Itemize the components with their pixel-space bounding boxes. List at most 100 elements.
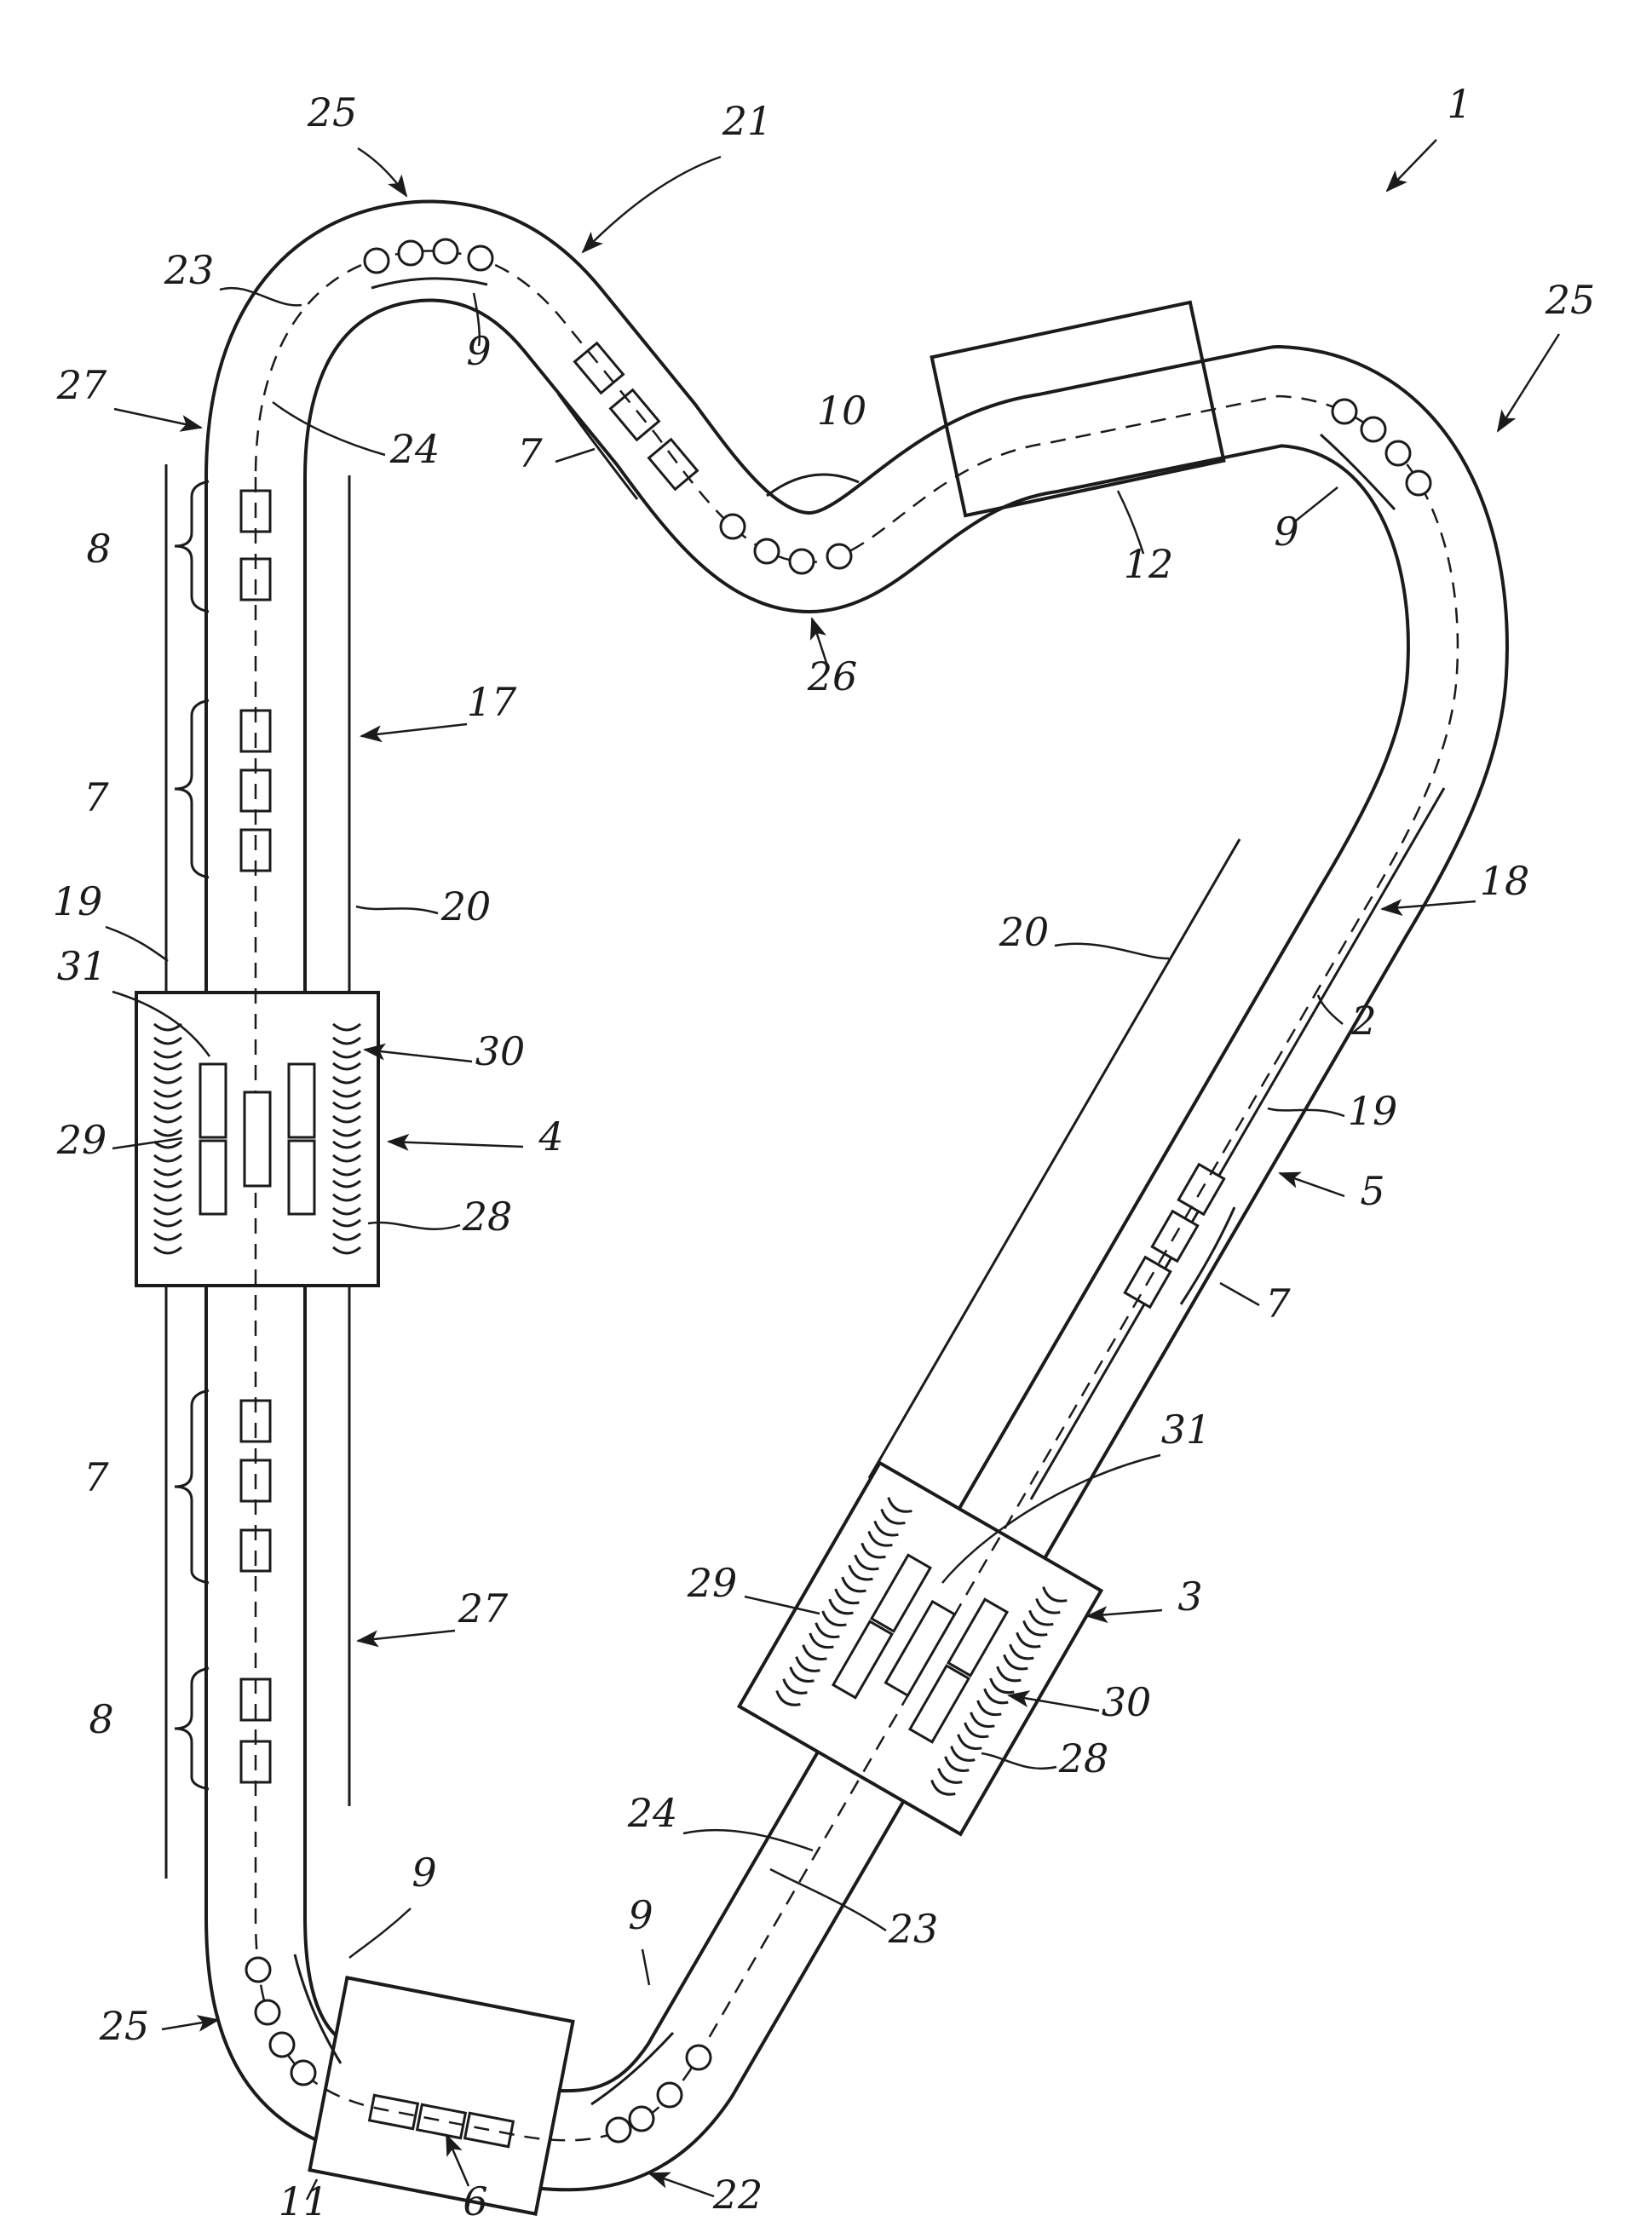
leader-24-top (272, 400, 386, 457)
leader-1 (1385, 139, 1437, 193)
roller (1405, 469, 1432, 497)
stator-bar (287, 1139, 316, 1216)
label-6: 6 (463, 2178, 487, 2224)
roller (685, 2044, 712, 2071)
roller (397, 239, 424, 267)
label-7-upper-left: 7 (83, 774, 109, 820)
bracket-9-bottom-mid (590, 2031, 675, 2106)
reference-labels: 25 21 1 23 9 27 24 7 10 25 9 12 26 8 17 … (53, 81, 1596, 2224)
label-21: 21 (722, 98, 773, 144)
stator-bar (243, 1090, 272, 1188)
roller (363, 247, 390, 274)
magnet-rect (647, 437, 699, 492)
station-12-box (930, 300, 1226, 518)
braces (174, 277, 1396, 2106)
label-9-top-right: 9 (1274, 509, 1298, 555)
label-25-top-right: 25 (1545, 277, 1596, 323)
leader-7-top (555, 447, 596, 463)
leader-lines (105, 139, 1561, 2201)
guide-rail-diagonal-outer (1029, 787, 1446, 1500)
leader-24-bottom (682, 1828, 814, 1852)
label-7-top: 7 (517, 430, 543, 476)
label-12: 12 (1124, 541, 1174, 587)
label-23-bottom: 23 (888, 1906, 939, 1952)
label-24-top: 24 (389, 426, 440, 472)
leader-30-left (363, 1043, 473, 1063)
label-11: 11 (279, 2178, 329, 2224)
leader-6 (445, 2133, 470, 2187)
label-7-right: 7 (1265, 1280, 1291, 1326)
brace-7-upper (174, 699, 210, 879)
label-3: 3 (1177, 1574, 1202, 1620)
roller (1331, 398, 1358, 425)
roller (432, 238, 459, 265)
bracket-7-top (556, 393, 639, 500)
label-1: 1 (1447, 81, 1471, 127)
roller (788, 548, 815, 575)
roller (245, 1956, 272, 1983)
label-9-top-left: 9 (466, 328, 491, 374)
label-8-upper-left: 8 (86, 526, 111, 572)
station-4-components (153, 1022, 362, 1255)
leader-29-left (112, 1137, 183, 1150)
brace-7-lower (174, 1389, 210, 1585)
leader-23-top-left (219, 286, 302, 307)
leader-30-right (1007, 1690, 1100, 1712)
stator-bar (831, 1620, 895, 1700)
stator-bar (884, 1599, 957, 1698)
label-7-lower-left: 7 (83, 1454, 109, 1500)
roller (467, 245, 494, 272)
label-2: 2 (1350, 998, 1376, 1044)
bracket-9-top-right (1319, 433, 1396, 511)
leader-20-left (355, 905, 439, 915)
magnet-segments (239, 341, 1226, 2149)
label-23-top-left: 23 (164, 247, 215, 293)
leader-9-bottom-left (348, 1908, 412, 1959)
leader-7-right (1219, 1281, 1260, 1307)
leader-22 (648, 2172, 715, 2198)
magnet-rect (608, 388, 661, 442)
stator-bar (946, 1597, 1010, 1677)
leader-26 (809, 617, 830, 669)
leader-9-top-right (1294, 486, 1338, 522)
roller (628, 2105, 655, 2132)
label-19-left: 19 (53, 878, 103, 924)
label-25-bottom-left: 25 (99, 2003, 150, 2049)
stations (135, 300, 1226, 2216)
roller (268, 2031, 296, 2058)
leader-4 (387, 1133, 524, 1151)
leader-18 (1380, 899, 1476, 917)
roller (1384, 440, 1412, 467)
leader-25-top-right (1496, 333, 1561, 433)
station-11-box (308, 1976, 575, 2216)
label-29-right: 29 (687, 1560, 738, 1606)
label-17: 17 (467, 679, 517, 725)
leader-27-lower (356, 1629, 456, 1648)
label-30-right: 30 (1102, 1679, 1152, 1725)
bracket-9-bottom-left (293, 1954, 342, 2064)
label-20-left: 20 (440, 883, 492, 929)
leader-5 (1278, 1171, 1345, 1198)
leader-25-top-left (357, 147, 408, 198)
leader-20-right (1054, 942, 1170, 960)
bracket-7-diagonal (1179, 1206, 1236, 1305)
label-31-right: 31 (1161, 1407, 1212, 1453)
leader-21 (581, 155, 722, 254)
stator-bar (907, 1664, 971, 1744)
stator-bar (287, 1062, 316, 1139)
leader-29-right (744, 1595, 820, 1615)
label-9-bottom-left: 9 (412, 1850, 436, 1896)
roller (753, 538, 780, 565)
roller (826, 543, 853, 570)
brace-8-upper (174, 480, 210, 613)
leader-31-left (112, 990, 211, 1057)
leader-28-left (367, 1221, 461, 1230)
leader-25-bottom-left (161, 2015, 220, 2032)
label-22: 22 (712, 2172, 763, 2218)
bracket-10 (766, 473, 860, 498)
label-18: 18 (1480, 858, 1530, 904)
label-8-lower-left: 8 (89, 1696, 113, 1742)
rollers (245, 238, 1432, 2144)
